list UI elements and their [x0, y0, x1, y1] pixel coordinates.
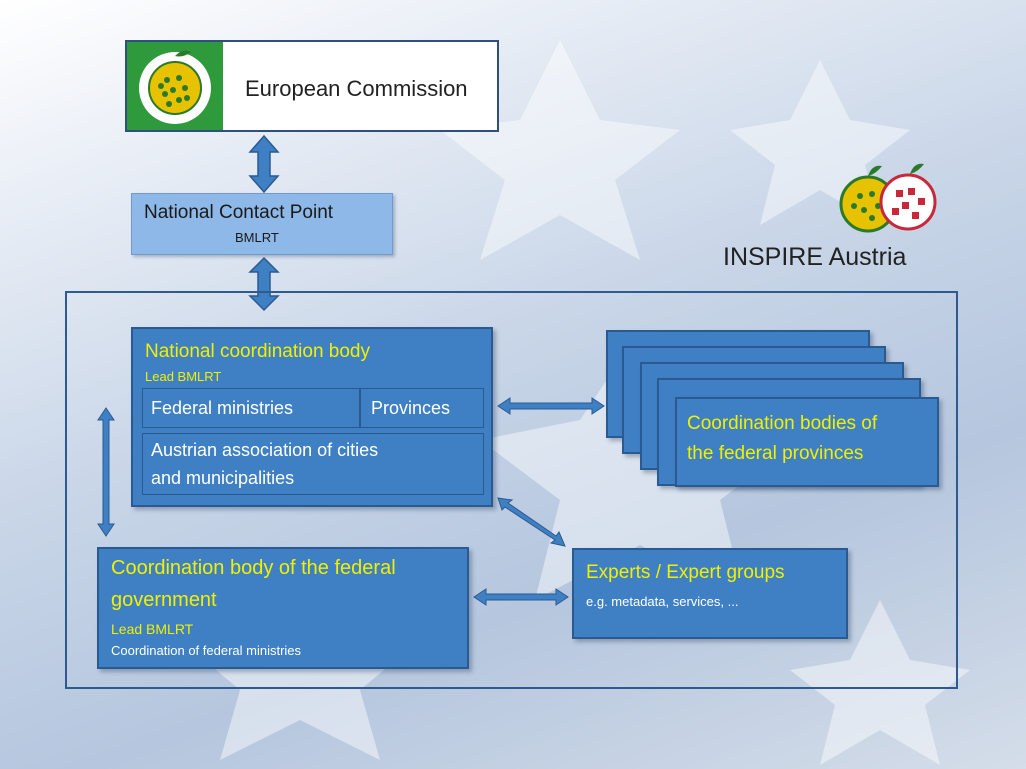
- experts-box: Experts / Expert groups e.g. metadata, s…: [572, 548, 848, 639]
- national-contact-point-title: National Contact Point: [144, 202, 334, 223]
- national-coordination-body-box: National coordination body Lead BMLRT: [131, 327, 493, 507]
- federal-ministries-cell: Federal ministries: [142, 388, 360, 428]
- federal-government-body-box: Coordination body of the federal governm…: [97, 547, 469, 669]
- experts-title: Experts / Expert groups: [586, 562, 785, 583]
- national-contact-point-box: National Contact Point BMLRT: [131, 193, 393, 255]
- bg-star: [440, 40, 680, 260]
- inspire-logo: [127, 42, 223, 130]
- federal-government-title-line2: government: [111, 589, 217, 611]
- coordination-structure-frame: [65, 291, 958, 689]
- association-cell: Austrian association of cities and munic…: [142, 433, 484, 495]
- province-body-card-front: Coordination bodies of the federal provi…: [675, 397, 939, 487]
- national-contact-point-subtitle: BMLRT: [235, 230, 279, 245]
- european-commission-label: European Commission: [245, 76, 468, 101]
- association-label-line2: and municipalities: [151, 468, 295, 488]
- province-bodies-line1: Coordination bodies of: [687, 413, 878, 434]
- inspire-austria-logo-icon: [839, 163, 937, 233]
- federal-government-note: Coordination of federal ministries: [111, 643, 302, 658]
- experts-subtitle: e.g. metadata, services, ...: [586, 594, 739, 609]
- province-bodies-line2: the federal provinces: [687, 443, 864, 464]
- european-commission-box: European Commission: [125, 40, 499, 132]
- national-coordination-body-lead: Lead BMLRT: [145, 369, 222, 384]
- federal-government-lead: Lead BMLRT: [111, 621, 194, 637]
- inspire-austria-label: INSPIRE Austria: [723, 243, 907, 271]
- federal-ministries-label: Federal ministries: [151, 398, 294, 418]
- federal-government-title-line1: Coordination body of the federal: [111, 557, 396, 579]
- association-label-line1: Austrian association of cities: [151, 440, 379, 460]
- provinces-label: Provinces: [371, 398, 451, 418]
- arrow-ec-ncp: [248, 134, 280, 194]
- provinces-cell: Provinces: [360, 388, 484, 428]
- national-coordination-body-title: National coordination body: [145, 341, 370, 362]
- bg-star: [790, 600, 970, 765]
- arrow-ncp-frame: [248, 256, 280, 312]
- inspire-logo-icon: [139, 50, 211, 124]
